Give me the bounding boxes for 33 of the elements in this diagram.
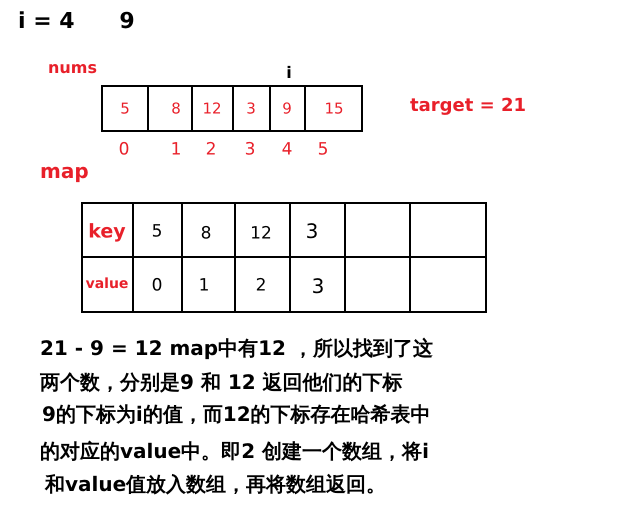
explanation-text: 和value值放入数组，再将数组返回。	[45, 474, 386, 494]
explanation-text: 的对应的value中。即2 创建一个数组，将i	[40, 441, 429, 461]
table-value: 2	[256, 278, 266, 294]
index-number: 3	[244, 142, 256, 158]
pointer-label: i	[286, 65, 292, 81]
row-header: value	[86, 277, 128, 291]
index-number: 4	[282, 142, 292, 158]
table-value: 12	[250, 226, 272, 242]
table-value: 3	[312, 276, 324, 296]
array-label: nums	[48, 60, 97, 76]
variable-label: 9	[119, 11, 135, 33]
array-value: 8	[171, 102, 181, 116]
array-value: 9	[282, 102, 292, 116]
variable-label: i = 4	[18, 11, 75, 33]
target-label: target = 21	[410, 97, 526, 115]
table-value: 5	[152, 224, 162, 240]
array-value: 12	[202, 102, 222, 116]
explanation-text: 两个数，分别是9 和 12 返回他们的下标	[40, 372, 403, 392]
explanation-text: 9的下标为i的值，而12的下标存在哈希表中	[42, 404, 431, 424]
index-number: 1	[170, 142, 182, 158]
index-number: 5	[318, 142, 328, 158]
table-value: 1	[198, 278, 210, 294]
table-value: 3	[306, 221, 318, 241]
table-value: 0	[152, 278, 162, 294]
index-number: 0	[118, 142, 130, 158]
explanation-text: 21 - 9 = 12 map中有12 ，所以找到了这	[40, 338, 433, 358]
row-header: key	[88, 222, 126, 242]
map-label: map	[40, 161, 89, 181]
array-value: 3	[246, 102, 256, 116]
index-number: 2	[206, 142, 216, 158]
table-value: 8	[200, 226, 212, 242]
array-value: 5	[120, 102, 130, 116]
array-value: 15	[324, 102, 344, 116]
